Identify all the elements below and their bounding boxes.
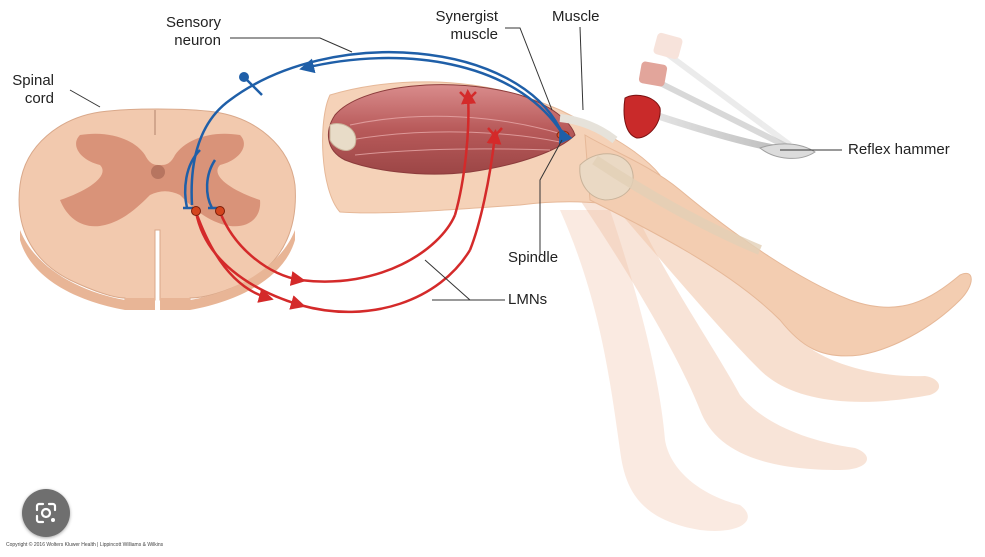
spinal-cord-label-line2: cord <box>4 90 54 108</box>
google-lens-icon <box>34 501 58 525</box>
motor-neuron-cell-body <box>192 207 201 216</box>
copyright-text: Copyright © 2016 Wolters Kluwer Health |… <box>6 542 163 548</box>
sensory-ganglion-cell <box>239 72 249 82</box>
reflex-hammer-label: Reflex hammer <box>848 141 950 159</box>
spindle-label: Spindle <box>508 249 558 267</box>
synergist-muscle-label: Synergist muscle <box>410 8 498 44</box>
muscle-label: Muscle <box>552 8 600 26</box>
sensory-neuron-label: Sensory neuron <box>145 14 221 50</box>
spinal-cord-label-line1: Spinal <box>4 72 54 90</box>
google-lens-button[interactable] <box>22 489 70 537</box>
lmns-label: LMNs <box>508 291 547 309</box>
spinal-cord <box>19 109 295 310</box>
synergist-muscle-label-line1: Synergist <box>410 8 498 26</box>
spinal-cord-label: Spinal cord <box>4 72 54 108</box>
motor-neuron-cell-body <box>216 207 225 216</box>
sensory-neuron-label-line2: neuron <box>145 32 221 50</box>
reflex-hammer <box>624 32 815 158</box>
sensory-neuron-label-line1: Sensory <box>145 14 221 32</box>
synergist-muscle-label-line2: muscle <box>410 26 498 44</box>
